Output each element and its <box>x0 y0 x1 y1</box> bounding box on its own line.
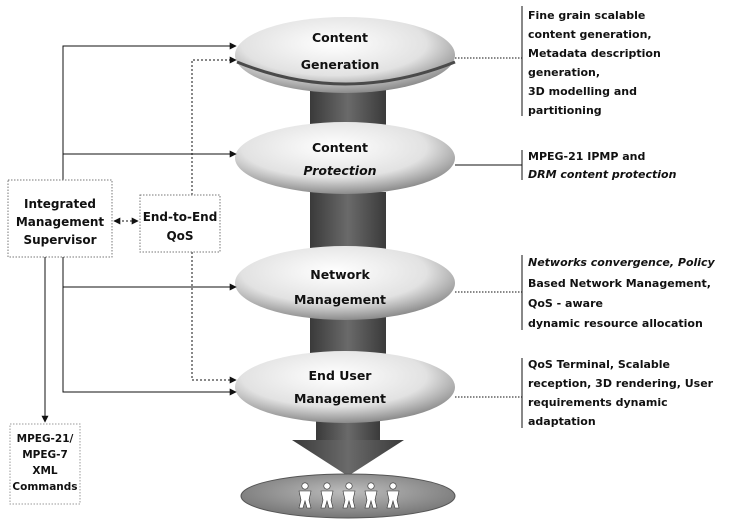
ellipse-content-generation <box>235 17 456 93</box>
annotation-generation-line3: Metadata description <box>528 47 661 60</box>
ellipse-content-protection <box>235 122 455 194</box>
annotation-enduser: QoS Terminal, Scalable reception, 3D ren… <box>528 358 714 428</box>
annotation-enduser-line3: requirements dynamic <box>528 396 668 409</box>
annotation-network-line3: QoS - aware <box>528 297 603 310</box>
annotation-network-line2: Based Network Management, <box>528 277 711 290</box>
annotation-generation: Fine grain scalable content generation, … <box>528 9 661 117</box>
qos-box: End-to-End QoS <box>139 194 221 253</box>
qos-line1: End-to-End <box>143 210 218 224</box>
annotation-protection-line2: DRM content protection <box>528 168 677 181</box>
protection-label-line1: Content <box>312 140 368 155</box>
annotation-protection: MPEG-21 IPMP and DRM content protection <box>528 150 677 181</box>
annotation-network-line4: dynamic resource allocation <box>528 317 703 330</box>
supervisor-line3: Supervisor <box>23 233 96 247</box>
feedback-lines <box>41 42 237 423</box>
commands-line1: MPEG-21/ <box>17 433 74 445</box>
commands-box: MPEG-21/ MPEG-7 XML Commands <box>9 423 81 505</box>
annotation-enduser-line1: QoS Terminal, Scalable <box>528 358 670 371</box>
annotation-enduser-line4: adaptation <box>528 415 596 428</box>
annotation-generation-line4: generation, <box>528 66 600 79</box>
annotation-generation-line2: content generation, <box>528 28 652 41</box>
generation-label-line2: Generation <box>301 57 379 72</box>
central-flow-column <box>292 88 404 476</box>
protection-label-line2: Protection <box>303 163 376 178</box>
supervisor-line2: Management <box>16 215 105 229</box>
supervisor-line1: Integrated <box>24 197 96 211</box>
annotation-network-line1: Networks convergence, Policy <box>528 256 716 269</box>
drm-word: DRM content protection <box>528 168 677 181</box>
annotation-protection-line1: MPEG-21 IPMP and <box>528 150 645 163</box>
commands-line3: XML <box>32 465 58 477</box>
enduser-label-line2: Management <box>294 391 386 406</box>
annotation-generation-line6: partitioning <box>528 104 602 117</box>
supervisor-box: Integrated Management Supervisor <box>7 179 113 258</box>
users-group <box>240 473 456 519</box>
annotation-generation-line5: 3D modelling and <box>528 85 637 98</box>
annotation-connectors <box>455 6 523 428</box>
commands-line4: Commands <box>12 481 77 493</box>
users-icon <box>298 482 400 509</box>
qos-line2: QoS <box>166 229 193 243</box>
network-label-line1: Network <box>310 267 370 282</box>
down-arrow-shape <box>292 440 404 476</box>
ellipse-end-user-management <box>235 351 455 423</box>
generation-label-line1: Content <box>312 30 368 45</box>
annotation-enduser-line2: reception, 3D rendering, User <box>528 377 714 390</box>
annotation-generation-line1: Fine grain scalable <box>528 9 645 22</box>
annotation-network: Networks convergence, Policy Based Netwo… <box>528 256 716 330</box>
ellipse-network-management <box>235 246 455 320</box>
enduser-label-line1: End User <box>309 368 373 383</box>
commands-line2: MPEG-7 <box>22 449 68 461</box>
network-label-line2: Management <box>294 292 386 307</box>
